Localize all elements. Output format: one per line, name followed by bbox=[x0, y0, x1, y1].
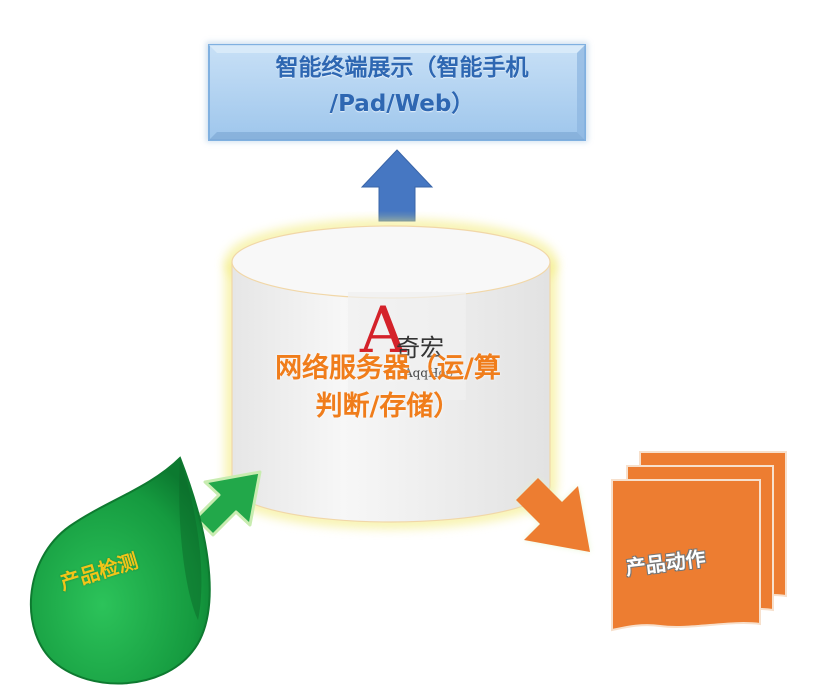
input-arrow-icon bbox=[194, 470, 262, 537]
display-label: 智能终端展示（智能手机 /Pad/Web） bbox=[222, 50, 582, 122]
server-label-line2: 判断/存储） bbox=[315, 391, 461, 422]
server-label: 网络服务器（运/算 判断/存储） bbox=[238, 350, 538, 426]
watermark-logo bbox=[348, 292, 466, 400]
server-label-line1: 网络服务器（运/算 bbox=[275, 353, 501, 384]
product-detection-shape bbox=[29, 456, 211, 685]
watermark-logo-en: AqqHoo bbox=[404, 366, 453, 380]
watermark-logo-cn: 奇宏 bbox=[396, 334, 444, 362]
up-arrow-icon bbox=[360, 149, 434, 222]
display-box bbox=[206, 42, 588, 142]
display-label-line2: /Pad/Web） bbox=[329, 91, 475, 117]
watermark-logo-glyph: A bbox=[360, 294, 407, 368]
product-action-shape bbox=[611, 451, 787, 632]
display-label-line1: 智能终端展示（智能手机 bbox=[275, 55, 529, 81]
output-arrow-icon bbox=[516, 478, 590, 552]
